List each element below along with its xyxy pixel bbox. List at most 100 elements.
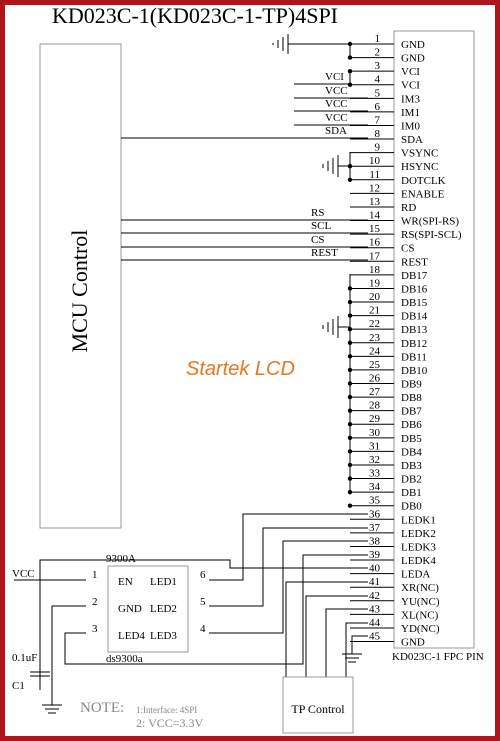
junction-dot: [347, 313, 353, 318]
fpc-pin-name: XR(NC): [401, 582, 439, 594]
ic-part-number: ds9300a: [106, 653, 143, 665]
ic-pin6-num: 6: [200, 569, 206, 581]
fpc-pin-label: KD023C-1 FPC PIN: [392, 651, 484, 663]
fpc-pin-number: 41: [369, 576, 380, 588]
fpc-pin-number: 4: [375, 74, 381, 86]
fpc-pin-number: 31: [369, 440, 380, 452]
fpc-pin-number: 22: [369, 318, 380, 330]
fpc-pin-number: 18: [369, 264, 381, 276]
fpc-pin-name: ENABLE: [401, 188, 445, 200]
fpc-pin-name: GND: [401, 53, 425, 65]
junction-dot: [347, 435, 353, 441]
fpc-pin-name: DB17: [401, 270, 428, 282]
fpc-pin-name: DB6: [401, 419, 422, 431]
fpc-pin-number: 42: [369, 590, 380, 602]
fpc-pin-number: 8: [375, 128, 381, 140]
fpc-pin-number: 7: [375, 114, 381, 126]
fpc-pin-name: HSYNC: [401, 161, 438, 173]
fpc-pin-name: LEDK2: [401, 528, 436, 540]
junction-dot: [347, 286, 353, 291]
fpc-pin-number: 28: [369, 400, 381, 412]
net-label-vci: VCI: [325, 71, 344, 83]
junction-dot: [347, 164, 353, 169]
fpc-pin-number: 1: [375, 33, 381, 45]
fpc-pin-name: LEDK1: [401, 514, 436, 526]
fpc-pin-name: DB14: [401, 311, 428, 323]
fpc-pin-number: 11: [369, 169, 380, 181]
fpc-pin-number: 34: [369, 481, 381, 493]
fpc-pin-number: 33: [369, 468, 381, 480]
capacitor-ref: C1: [12, 680, 25, 692]
fpc-pin-name: DB11: [401, 351, 427, 363]
fpc-pin-name: WR(SPI-RS): [401, 216, 459, 228]
tp-control-block: [282, 676, 354, 734]
junction-dot: [347, 503, 353, 508]
fpc-pin-name: DB3: [401, 460, 422, 472]
junction-dot: [347, 354, 353, 359]
fpc-pin-name: GND: [401, 637, 425, 649]
junction-dot: [347, 422, 353, 427]
fpc-pin-number: 14: [369, 210, 381, 222]
fpc-pin-name: DB10: [401, 365, 428, 377]
junction-dot: [347, 394, 353, 400]
fpc-pin-name: IM1: [401, 107, 420, 119]
fpc-pin-name: YU(NC): [401, 596, 440, 608]
ic-9300a-block: [107, 565, 189, 653]
fpc-pin-name: DB0: [401, 501, 422, 513]
fpc-pin-name: YD(NC): [401, 623, 440, 635]
fpc-pin-number: 45: [369, 631, 381, 643]
fpc-pin-number: 29: [369, 413, 381, 425]
fpc-pin-number: 2: [375, 47, 381, 59]
fpc-pin-number: 24: [369, 345, 381, 357]
fpc-pin-name: IM3: [401, 93, 420, 105]
note-line2: 2: VCC=3.3V: [136, 716, 204, 730]
net-label-scl: SCL: [311, 220, 332, 232]
vcc-label: VCC: [12, 568, 35, 580]
fpc-pin-number: 44: [369, 617, 381, 629]
fpc-pin-number: 19: [369, 277, 381, 289]
fpc-pin-number: 5: [375, 87, 381, 99]
note-prefix: NOTE:: [80, 700, 125, 716]
fpc-pin-number: 43: [369, 603, 381, 615]
fpc-pin-name: DB16: [401, 283, 428, 295]
junction-dot: [347, 367, 353, 373]
junction-dot: [347, 326, 353, 332]
ic-pin3-name: LED4: [118, 630, 145, 642]
fpc-pin-name: RS(SPI-SCL): [401, 229, 462, 241]
note-line1: 1:Interface: 4SPI: [136, 705, 198, 715]
net-label-rs: RS: [311, 207, 325, 219]
fpc-pin-name: LEDK4: [401, 555, 436, 567]
junction-dot: [347, 299, 353, 305]
fpc-pin-number: 6: [375, 101, 381, 113]
ic-pin5-name: LED2: [150, 603, 177, 615]
junction-dot: [347, 449, 353, 454]
ic-pin2-num: 2: [92, 596, 98, 608]
fpc-pin-number: 35: [369, 495, 381, 507]
junction-dot: [347, 476, 353, 481]
fpc-pin-number: 20: [369, 291, 381, 303]
fpc-pin-number: 12: [369, 182, 380, 194]
junction-dot: [347, 82, 353, 87]
fpc-pin-number: 26: [369, 373, 381, 385]
fpc-pin-name: DB4: [401, 446, 422, 458]
fpc-pin-name: DB8: [401, 392, 422, 404]
fpc-pin-number: 37: [369, 522, 381, 534]
ic-pin1-name: EN: [118, 576, 133, 588]
watermark-text: Startek LCD: [186, 358, 295, 380]
fpc-pin-number: 38: [369, 535, 381, 547]
fpc-pin-name: DB7: [401, 406, 422, 418]
net-label-cs: CS: [311, 234, 325, 246]
fpc-pin-name: DB5: [401, 433, 422, 445]
ic-pin5-num: 5: [200, 596, 206, 608]
fpc-pin-name: LEDA: [401, 569, 430, 581]
capacitor-value: 0.1uF: [12, 652, 38, 664]
ic-pin6-name: LED1: [150, 576, 177, 588]
fpc-pin-name: REST: [401, 256, 428, 268]
fpc-pin-number: 10: [369, 155, 381, 167]
fpc-pin-name: SDA: [401, 134, 423, 146]
fpc-pin-name: DOTCLK: [401, 175, 446, 187]
fpc-pin-number: 13: [369, 196, 381, 208]
fpc-pin-name: DB1: [401, 487, 422, 499]
fpc-pin-name: RD: [401, 202, 416, 214]
ic-pin3-num: 3: [92, 623, 98, 635]
